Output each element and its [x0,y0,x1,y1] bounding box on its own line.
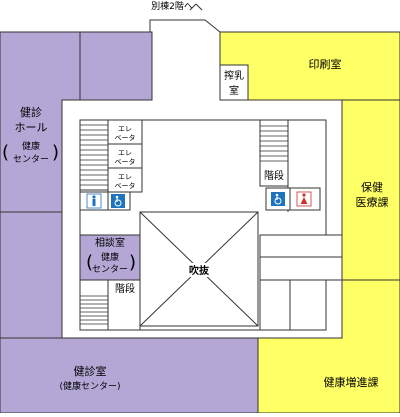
annex-arrow-icon [189,3,203,11]
stairs-label-left: 階段 [115,282,135,295]
elevator-1-label-a: エレ [118,125,132,133]
right-core-block-1 [259,234,343,258]
print-room [219,31,400,101]
nursing-label-a: 搾乳 [224,69,244,82]
elevator-1-label-b: ベータ [115,133,136,142]
exam-room-label-b: (健康センター) [59,380,120,392]
elevator-3-label-a: エレ [118,173,132,181]
health-hall-label-d: センター [13,154,49,165]
health-hall-paren-close: ) [52,142,59,163]
left-stairs-bottom [79,279,109,331]
exam-room [0,337,259,414]
right-stairs-steps [260,125,288,162]
health-hall-room [0,31,153,213]
right-core-block-3 [259,279,291,331]
exam-room-label-a: 健診室 [74,364,107,378]
atrium-label-bg [184,263,214,277]
accessible-figure-right [274,193,282,205]
print-room-label: 印刷室 [309,57,342,71]
nursing-label-b: 室 [229,84,239,97]
right-core-block-2 [259,256,343,281]
male-figure [92,195,96,206]
elevator-2 [107,143,143,169]
health-hall-label-c: 健康 [22,140,40,152]
consultation-label-a: 相談室 [95,236,125,249]
accessible-restroom-icon [111,194,125,208]
elevator-3-label-b: ベータ [115,181,136,190]
health-care-label-b: 医療課 [356,195,389,209]
consultation-paren-open: ( [86,252,93,273]
consultation-label-c: センター [92,264,128,275]
left-stairs-top-steps [80,124,108,186]
atrium-label: 吹抜 [189,264,210,277]
promotion-label: 健康増進課 [324,375,379,389]
stairs-label-right: 階段 [264,169,284,182]
elevator-2-label-b: ベータ [115,157,136,166]
health-hall-label-a: 健診 [20,105,42,119]
health-care-label-a: 保健 [361,180,383,194]
left-stairs-bottom-steps [80,295,108,325]
elevator-1 [107,119,143,145]
female-figure [300,193,308,204]
elevator-3 [107,167,143,193]
nursing-room [219,64,249,101]
accessible-figure-left [114,195,122,207]
health-hall-paren-open: ( [2,142,9,163]
annex-label: 別棟2階へ [151,0,193,12]
consultation-label-b: 健康 [101,251,119,263]
consultation-paren-close: ) [129,252,136,273]
elevator-2-label-a: エレ [118,149,132,157]
health-hall-lower-strip [0,211,63,339]
health-hall-label-b: ホール [15,121,48,134]
right-core-block-4 [289,279,327,331]
accessible-restroom-icon [271,192,285,206]
